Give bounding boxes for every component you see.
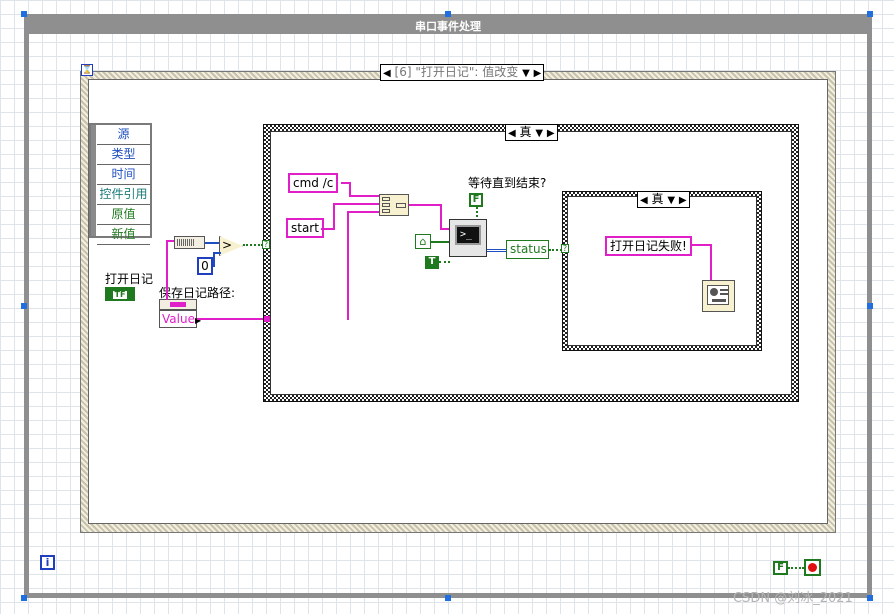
wire-msg-2 [710, 244, 712, 280]
inner-case-next-icon[interactable]: ▶ [678, 195, 687, 206]
iteration-terminal-icon: i [40, 555, 55, 570]
selector-dropdown-icon[interactable]: ▼ [522, 68, 530, 79]
resize-handle-top-left[interactable] [21, 11, 27, 17]
inner-case-selector[interactable]: ◀ 真 ▼ ▶ [637, 191, 690, 208]
loop-condition-terminal[interactable] [804, 559, 821, 576]
event-timeout-icon[interactable]: ⌛ [81, 64, 93, 76]
resize-handle-top-right[interactable] [867, 11, 873, 17]
file-ref-node[interactable] [174, 236, 205, 249]
stop-sign-icon [808, 563, 817, 572]
one-button-dialog-node[interactable] [702, 280, 735, 312]
wire-true-bool [439, 261, 450, 263]
wire-start-3 [333, 203, 379, 205]
wire-msg-1 [691, 244, 711, 246]
concatenate-strings-node[interactable] [379, 194, 409, 216]
outer-case-prev-icon[interactable]: ◀ [508, 128, 516, 139]
value-property[interactable]: Value▶ [159, 310, 201, 328]
selector-next-arrow-icon[interactable]: ▶ [533, 68, 542, 79]
true-boolean-constant[interactable]: T [425, 256, 439, 269]
wire-wait-bool [476, 207, 478, 225]
concat-output [396, 203, 406, 208]
dialog-button-icon [712, 299, 726, 302]
resize-handle-bottom-center[interactable] [445, 595, 451, 601]
event-data-node[interactable]: 源类型时间控件引用原值新值 [89, 123, 152, 245]
resize-handle-middle-left[interactable] [21, 303, 27, 309]
resize-handle-bottom-left[interactable] [21, 595, 27, 601]
wire-concat-out-3 [440, 228, 450, 230]
inner-case-inner [567, 196, 757, 346]
wire-concat-out-1 [409, 204, 441, 206]
dialog-icon [707, 285, 729, 305]
inner-case-prev-icon[interactable]: ◀ [640, 195, 648, 206]
inner-case-selector-terminal[interactable]: ? [561, 244, 569, 253]
selector-prev-arrow-icon[interactable]: ◀ [383, 68, 391, 79]
outer-case-tunnel [264, 316, 270, 322]
system-exec-node[interactable]: >_ [449, 219, 487, 257]
wire-ref-pink-vertical [166, 240, 168, 300]
resize-handle-top-center[interactable] [445, 11, 451, 17]
inner-case-dropdown-icon[interactable]: ▼ [667, 195, 676, 206]
event-data-node-item[interactable]: 源 [97, 125, 150, 145]
wire-ref-to-compare [205, 242, 219, 244]
working-dir-constant-icon[interactable]: ⌂ [415, 234, 431, 249]
wire-concat-out-2 [440, 204, 442, 230]
outer-case-selector[interactable]: ◀ 真 ▼ ▶ [505, 124, 558, 141]
greater-than-symbol: > [222, 238, 233, 252]
wire-status-bool [549, 249, 562, 251]
error-message-constant[interactable]: 打开日记失败! [605, 236, 692, 256]
wire-bool-to-case [243, 244, 263, 246]
wire-ref-pink-horizontal [166, 240, 174, 242]
save-path-label: 保存日记路径: [159, 286, 236, 300]
event-data-node-item[interactable]: 时间 [97, 165, 150, 185]
outer-case-dropdown-icon[interactable]: ▼ [535, 128, 544, 139]
event-selector-label: [6] "打开日记": 值改变 [394, 65, 519, 79]
wire-start-2 [333, 203, 335, 230]
open-log-boolean-terminal[interactable]: TF [105, 287, 135, 301]
frame-title: 串口事件处理 [29, 19, 867, 34]
wire-stop-bool [788, 567, 804, 569]
resize-handle-middle-right[interactable] [867, 303, 873, 309]
wire-cmd-3 [349, 195, 379, 197]
wire-zero-vertical [213, 253, 215, 267]
wait-false-constant[interactable]: F [469, 193, 483, 207]
dialog-person-icon [710, 288, 718, 296]
watermark: CSDN @刘冰_2021 [733, 591, 853, 606]
start-string-constant[interactable]: start [286, 218, 324, 238]
wire-start-1 [321, 228, 334, 230]
open-log-label: 打开日记 [105, 272, 154, 286]
concat-input-3 [382, 209, 390, 213]
wire-path-vertical [347, 211, 349, 320]
outer-case-next-icon[interactable]: ▶ [546, 128, 555, 139]
terminal-window-icon: >_ [455, 225, 481, 245]
wire-cmd-1 [341, 182, 349, 184]
wire-cmd-2 [349, 182, 351, 197]
outer-case-selector-terminal[interactable]: ? [262, 240, 270, 249]
property-node-header[interactable] [159, 299, 197, 310]
event-data-node-item[interactable]: 新值 [97, 225, 150, 245]
file-ref-icon [177, 239, 195, 246]
wire-dir [431, 241, 450, 243]
status-unbundle[interactable]: status [506, 240, 549, 259]
event-data-node-item[interactable]: 控件引用 [97, 185, 150, 205]
concat-input-2 [382, 203, 390, 207]
wire-exec-out [487, 249, 507, 252]
dialog-line-2 [720, 293, 728, 295]
string-control-icon [170, 302, 186, 307]
zero-numeric-constant[interactable]: 0 [197, 257, 213, 275]
event-data-node-border [91, 125, 96, 236]
event-data-node-item[interactable]: 类型 [97, 145, 150, 165]
concat-input-1 [382, 197, 390, 201]
event-case-selector[interactable]: ◀ [6] "打开日记": 值改变 ▼ ▶ [380, 64, 545, 81]
wire-path-to-concat [347, 211, 379, 213]
event-data-node-list: 源类型时间控件引用原值新值 [97, 125, 150, 245]
dialog-line-1 [720, 289, 728, 291]
wire-zero-to-compare [213, 252, 221, 254]
wait-until-done-label: 等待直到结束? [468, 176, 547, 190]
cmd-string-constant[interactable]: cmd /c [288, 173, 339, 193]
event-data-node-item[interactable]: 原值 [97, 205, 150, 225]
stop-false-constant[interactable]: F [773, 561, 788, 575]
property-arrow-icon: ▶ [194, 316, 202, 325]
resize-handle-bottom-right[interactable] [867, 595, 873, 601]
